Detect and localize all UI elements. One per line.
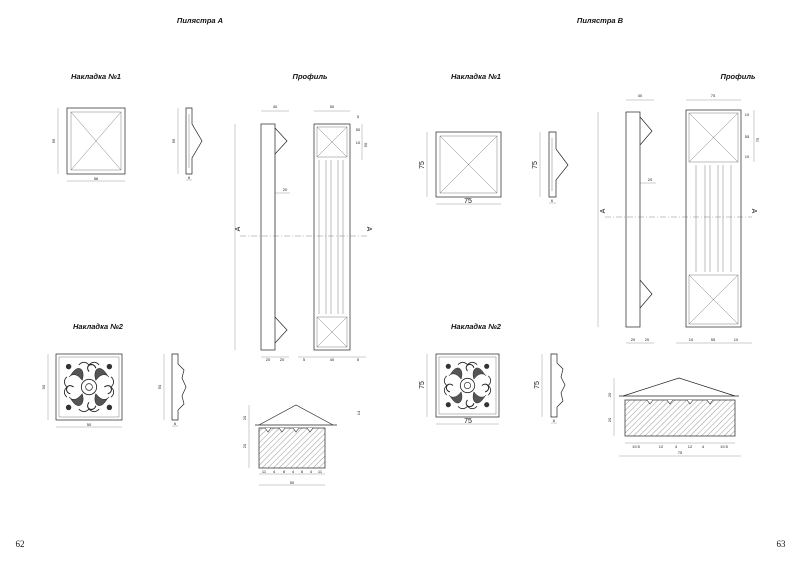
left-section-bottom-dim-3: 6 [283,469,286,474]
left-profile-bottom-dim-side-1: 20 [266,357,271,362]
left-section-bottom-dim-4: 4 [292,469,295,474]
left-overlay1-side-depth-dim: 6 [188,175,191,180]
right-profile-bottom-dim-front-1: 10 [689,337,694,342]
left-profile-top-dim-side: 40 [273,104,278,109]
left-profile-right-dim-2: 50 [356,127,361,132]
right-overlay2-side-view [541,353,566,424]
left-profile-side-view [234,110,290,358]
left-overlay2-front-view [47,353,123,428]
left-section-bottom-dim-6: 4 [310,469,313,474]
right-page: Пилястра В Накладка №1 75 75 75 6 Наклад… [419,16,786,549]
right-profile-top-dim-front: 75 [711,93,716,98]
right-profile-bottom-dim-side-1: 20 [631,337,636,342]
left-profile-right-dim-1: 5 [357,114,360,119]
right-section-left-dim-2: 20 [607,417,612,422]
left-section-bottom-dim-2: 4 [273,469,276,474]
left-profile-bottom-dim-front-2: 40 [330,357,335,362]
left-overlay2-height-dim: 50 [41,384,46,389]
left-overlay2-side-height-dim: 50 [157,384,162,389]
right-profile-top-dim-side: 40 [638,93,643,98]
left-page-number: 62 [16,539,25,549]
right-profile-right-dim-2: 55 [745,134,750,139]
left-overlay2-width-dim: 50 [87,422,92,427]
left-overlay1-side-height-dim: 56 [171,138,176,143]
left-page-title: Пилястра А [177,16,223,25]
right-profile-mid-dim: 20 [648,177,653,182]
right-section-bottom-dim-1: 19.5 [632,444,641,449]
left-profile-bottom-dim-front-3: 5 [357,357,360,362]
right-overlay1-side-view [539,131,569,204]
left-section-mark-right: A [365,227,372,232]
right-page-title: Пилястра В [577,16,624,25]
right-section-bottom-dim-6: 19.5 [720,444,729,449]
right-overlay1-width-dim: 75 [464,198,472,205]
right-section-mark-left: A [600,208,607,213]
right-profile-front-view [676,99,755,344]
right-section-bottom-dim-5: 4 [702,444,705,449]
right-page-number: 63 [777,539,787,549]
left-section-right-dim: 14 [356,410,361,415]
left-overlay1-side-view [177,107,203,181]
right-section-total-dim: 75 [678,450,683,455]
left-overlay2-label: Накладка №2 [73,322,124,331]
left-profile-bottom-dim-side-2: 20 [280,357,285,362]
right-overlay2-side-depth-dim: 6 [553,418,556,423]
left-section-left-dim-2: 20 [242,443,247,448]
left-overlay2-side-depth-dim: 6 [174,421,177,426]
right-section-mark-right: A [750,209,757,214]
right-profile-bottom-dim-front-3: 10 [734,337,739,342]
right-overlay1-side-depth-dim: 6 [551,198,554,203]
left-profile-front-view [298,110,366,358]
right-overlay1-label: Накладка №1 [451,72,501,81]
left-section-view [248,404,337,486]
right-profile-side-view [597,99,656,344]
left-overlay1-width-dim: 56 [94,176,99,181]
right-section-left-dim-1: 20 [607,392,612,397]
left-section-left-dim-1: 20 [242,415,247,420]
right-section-bottom-dim-3: 4 [675,444,678,449]
left-overlay1-label: Накладка №1 [71,72,121,81]
left-overlay1-height-dim: 56 [51,138,56,143]
right-section-view [613,377,741,457]
right-overlay2-side-height-dim: 75 [534,381,541,389]
left-profile-right-dim-3: 10 [356,140,361,145]
left-section-total-dim: 50 [290,480,295,485]
left-section-bottom-dim-5: 6 [301,469,304,474]
right-overlay1-side-height-dim: 75 [532,161,539,169]
left-section-mark-left: A [235,226,242,231]
right-profile-right-dim-4: 75 [755,137,760,142]
right-overlay2-height-dim: 75 [419,381,426,389]
right-profile-bottom-dim-front-2: 55 [711,337,716,342]
right-overlay2-width-dim: 75 [464,418,472,425]
right-overlay2-front-view [426,353,500,425]
left-section-bottom-dim-7: 11 [318,469,323,474]
right-profile-bottom-dim-side-2: 20 [645,337,650,342]
right-section-bottom-dim-2: 12 [659,444,664,449]
right-overlay2-label: Накладка №2 [451,322,502,331]
left-profile-label: Профиль [293,72,328,81]
right-section-bottom-dim-4: 12 [688,444,693,449]
left-profile-top-dim-front: 50 [330,104,335,109]
left-section-bottom-dim-1: 11 [262,469,267,474]
right-profile-right-dim-3: 10 [745,154,750,159]
right-overlay1-front-view [426,131,502,205]
left-page: Пилястра А Накладка №1 56 56 56 6 Наклад… [16,16,373,549]
left-overlay2-side-view [163,353,187,427]
left-profile-bottom-dim-front-1: 5 [303,357,306,362]
left-overlay1-front-view [57,107,126,182]
right-profile-right-dim-1: 10 [745,112,750,117]
right-profile-label: Профиль [721,72,756,81]
left-profile-mid-dim: 20 [283,187,288,192]
left-profile-right-dim-4: 50 [363,142,368,147]
right-overlay1-height-dim: 75 [419,161,426,169]
